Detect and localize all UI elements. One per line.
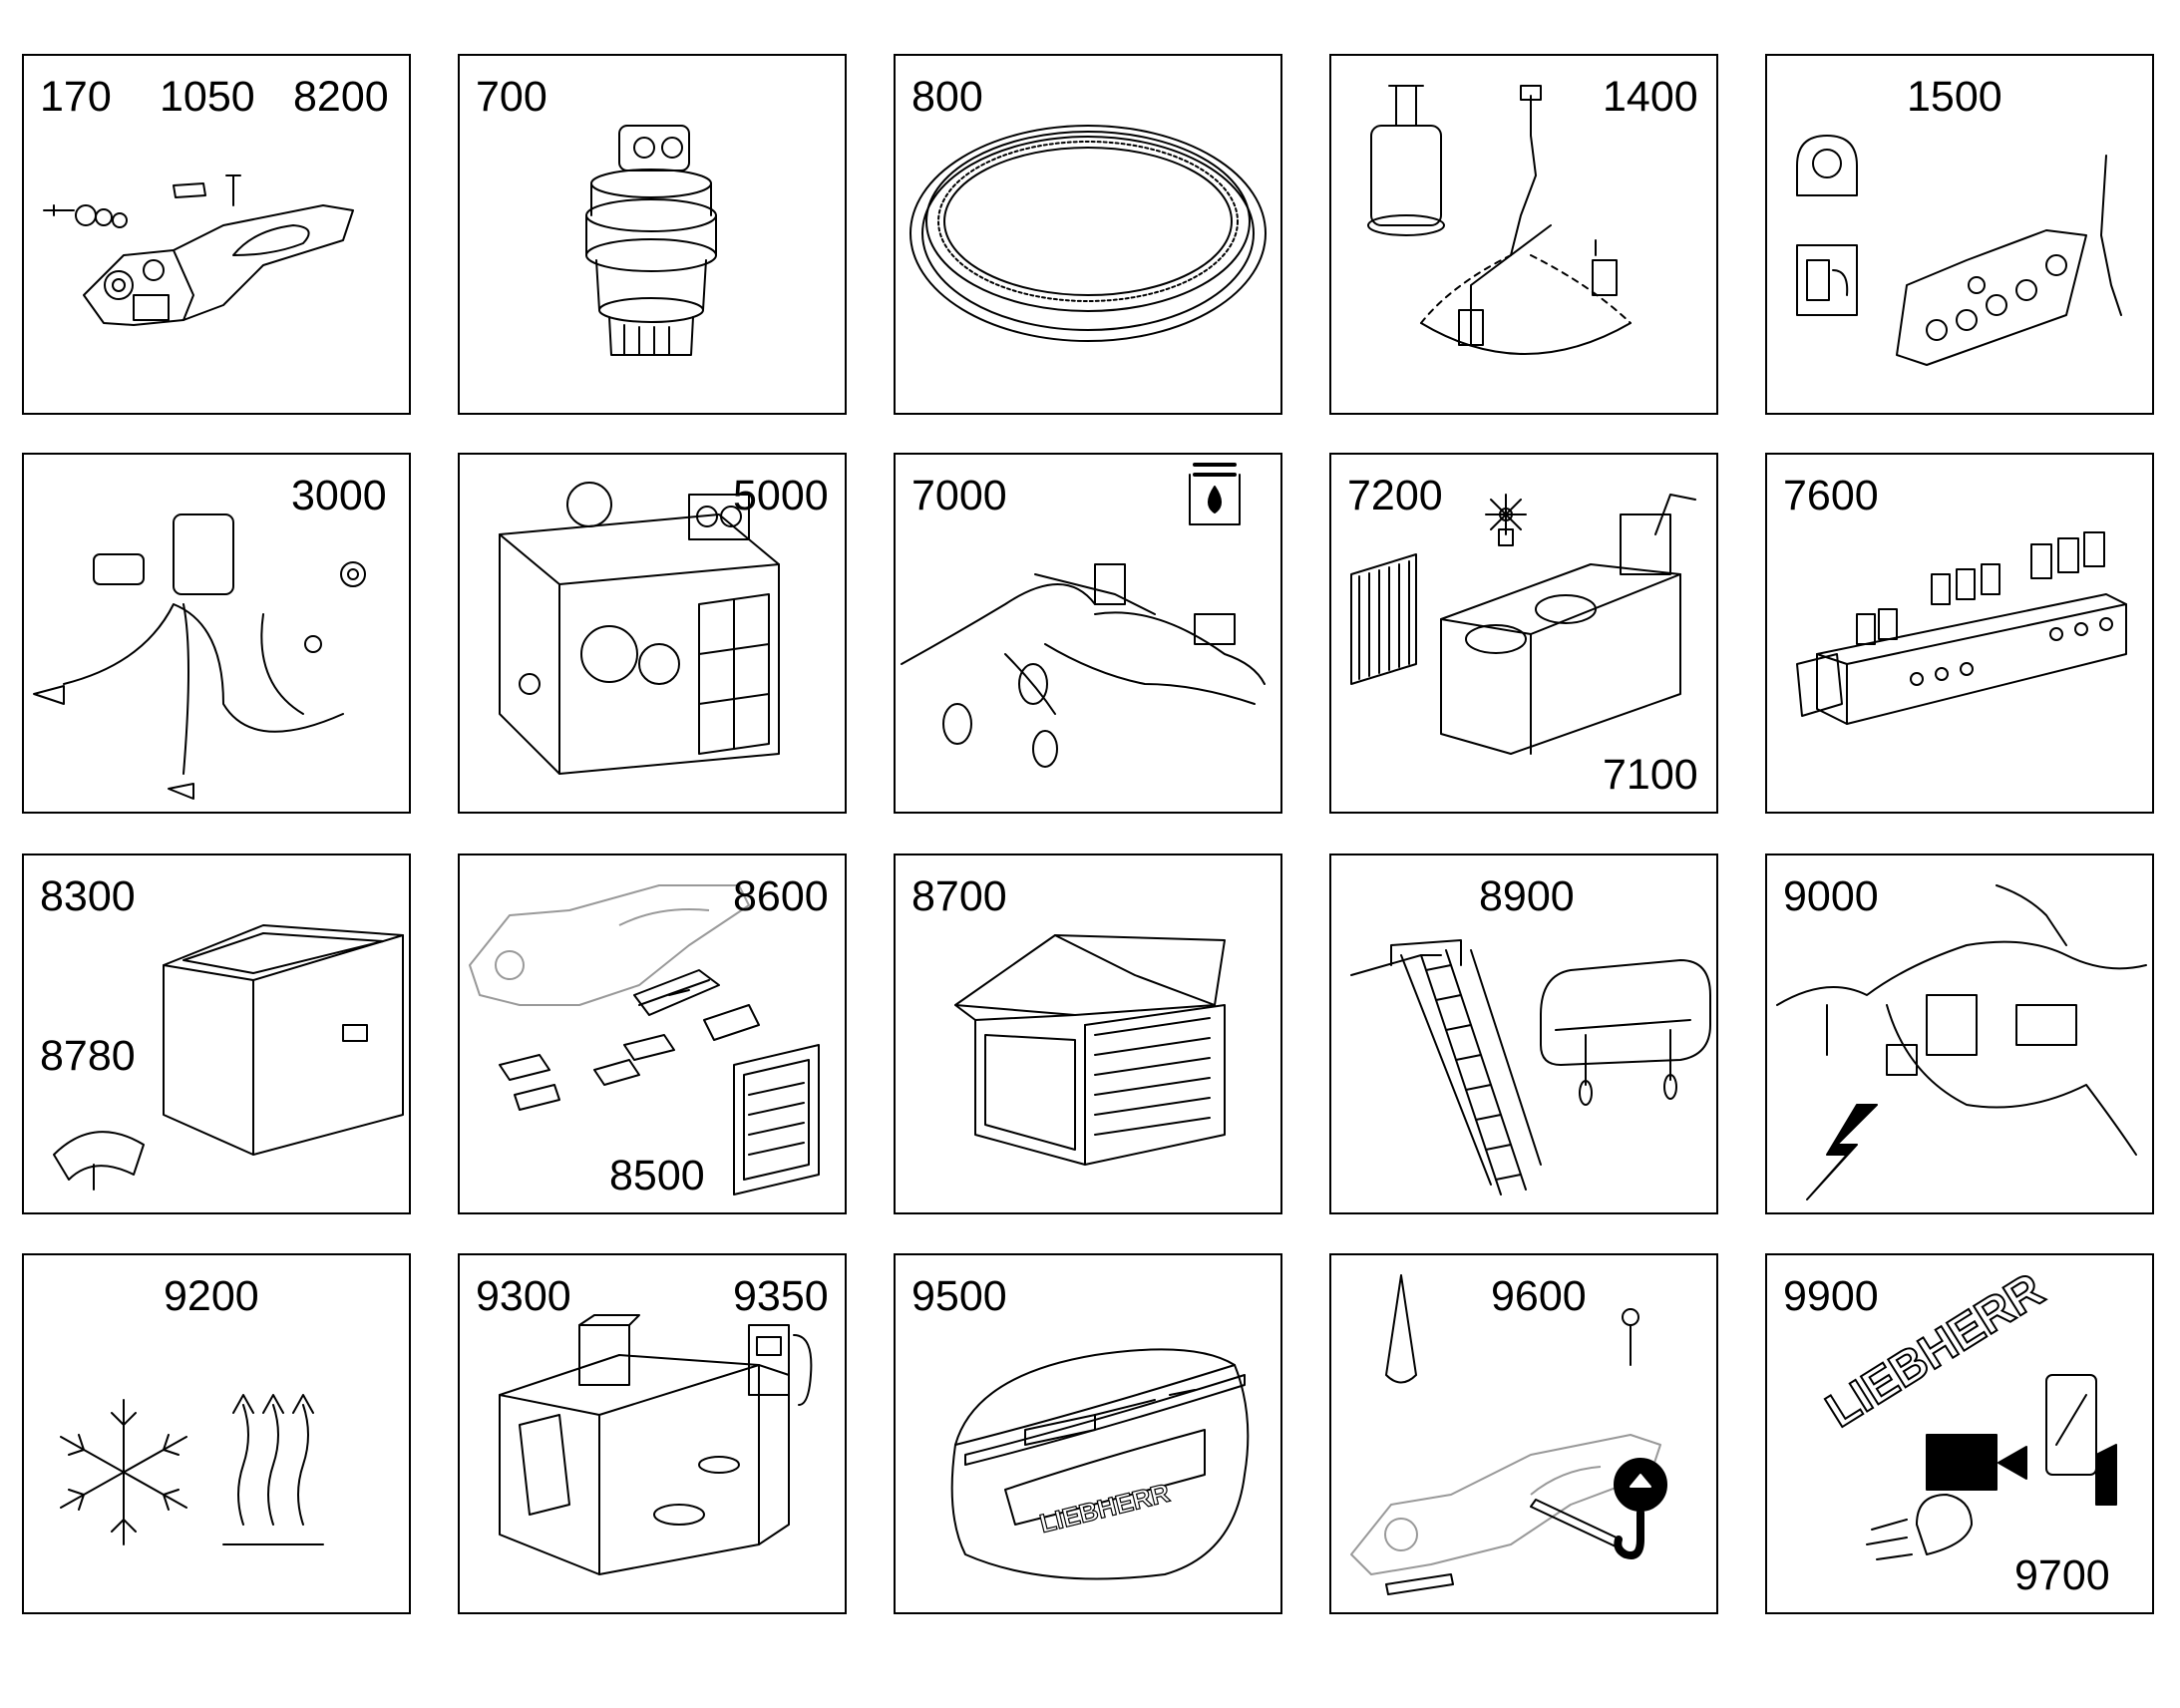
catalog-tile-9600[interactable]: 9600 — [1329, 1253, 1718, 1614]
part-group-number: 800 — [911, 73, 983, 121]
catalog-tile-3000[interactable]: 3000 — [22, 453, 411, 814]
electrical-system-icon — [1776, 884, 2147, 1200]
lubrication-system-icon — [1367, 85, 1632, 355]
part-group-number: 8300 — [40, 872, 136, 920]
part-group-number: 8500 — [609, 1152, 705, 1199]
catalog-tile-8900[interactable]: 8900 — [1329, 854, 1718, 1214]
part-group-number: 8780 — [40, 1032, 136, 1080]
part-group-number: 9500 — [911, 1272, 1007, 1320]
part-group-number: 3000 — [291, 472, 387, 519]
part-group-number: 8600 — [733, 872, 829, 920]
catalog-tile-170[interactable]: 170 1050 8200 — [22, 54, 411, 415]
catalog-tile-1400[interactable]: 1400 — [1329, 54, 1718, 415]
catalog-tile-8300[interactable]: 8300 8780 — [22, 854, 411, 1214]
climate-control-icon — [60, 1394, 324, 1545]
cooling-system-icon — [1350, 494, 1696, 755]
part-group-number: 5000 — [733, 472, 829, 519]
swing-gearbox-icon — [585, 125, 717, 356]
catalog-tile-7600[interactable]: 7600 — [1765, 453, 2154, 814]
part-group-number: 9700 — [2014, 1551, 2110, 1599]
catalog-tile-9900[interactable]: LIEBHERR 9900 9700 — [1765, 1253, 2154, 1614]
wiring-harness-icon — [33, 513, 366, 800]
fuel-tank-icon — [499, 1314, 813, 1575]
catalog-tile-8600[interactable]: 8600 8500 — [458, 854, 847, 1214]
part-group-number: 7000 — [911, 472, 1007, 519]
part-group-number: 1050 — [160, 73, 255, 121]
access-ladder-icon — [1350, 939, 1711, 1196]
part-group-number: 7600 — [1783, 472, 1879, 519]
catalog-tile-7000[interactable]: 7000 — [894, 453, 1282, 814]
counterweight-brand-text: LIEBHERR — [1037, 1478, 1173, 1538]
slewing-ring-icon — [909, 125, 1267, 342]
part-group-number: 9000 — [1783, 872, 1879, 920]
hydraulic-system-icon — [901, 463, 1266, 768]
part-group-number: 9600 — [1491, 1272, 1587, 1320]
part-group-number: 9900 — [1783, 1272, 1879, 1320]
part-group-number: 8200 — [293, 73, 389, 121]
catalog-tile-800[interactable]: 800 — [894, 54, 1282, 415]
catalog-tile-1500[interactable]: 1500 — [1765, 54, 2154, 415]
catalog-tile-8700[interactable]: 8700 — [894, 854, 1282, 1214]
part-group-number: 8900 — [1479, 872, 1575, 920]
part-group-number: 9300 — [476, 1272, 571, 1320]
part-group-number: 1400 — [1603, 73, 1698, 121]
catalog-tile-9000[interactable]: 9000 — [1765, 854, 2154, 1214]
part-group-number: 9200 — [164, 1272, 259, 1320]
operator-cab-icon — [954, 934, 1226, 1166]
catalog-tile-9300[interactable]: 9300 9350 — [458, 1253, 847, 1614]
uppercarriage-frame-icon — [53, 924, 404, 1191]
instrument-panel-icon — [1796, 135, 2122, 366]
catalog-tile-7200[interactable]: 7200 7100 — [1329, 453, 1718, 814]
part-group-number: 7100 — [1603, 751, 1698, 799]
part-group-number: 700 — [476, 73, 547, 121]
part-group-number: 9350 — [733, 1272, 829, 1320]
part-group-number: 1500 — [1907, 73, 2002, 121]
part-group-number: 170 — [40, 73, 112, 121]
control-valve-block-icon — [1796, 531, 2127, 725]
part-group-number: 8700 — [911, 872, 1007, 920]
boom-assembly-icon — [43, 174, 354, 326]
catalog-tile-5000[interactable]: 5000 — [458, 453, 847, 814]
catalog-tile-9200[interactable]: 9200 — [22, 1253, 411, 1614]
engine-module-icon — [499, 482, 780, 775]
decals-lighting-icon: LIEBHERR — [1816, 1262, 2117, 1560]
part-group-number: 7200 — [1347, 472, 1443, 519]
cover-panels-icon — [469, 884, 820, 1196]
lifting-equipment-icon — [1350, 1274, 1667, 1595]
counterweight-icon: LIEBHERR — [950, 1348, 1250, 1580]
catalog-tile-700[interactable]: 700 — [458, 54, 847, 415]
catalog-tile-9500[interactable]: LIEBHERR 9500 — [894, 1253, 1282, 1614]
